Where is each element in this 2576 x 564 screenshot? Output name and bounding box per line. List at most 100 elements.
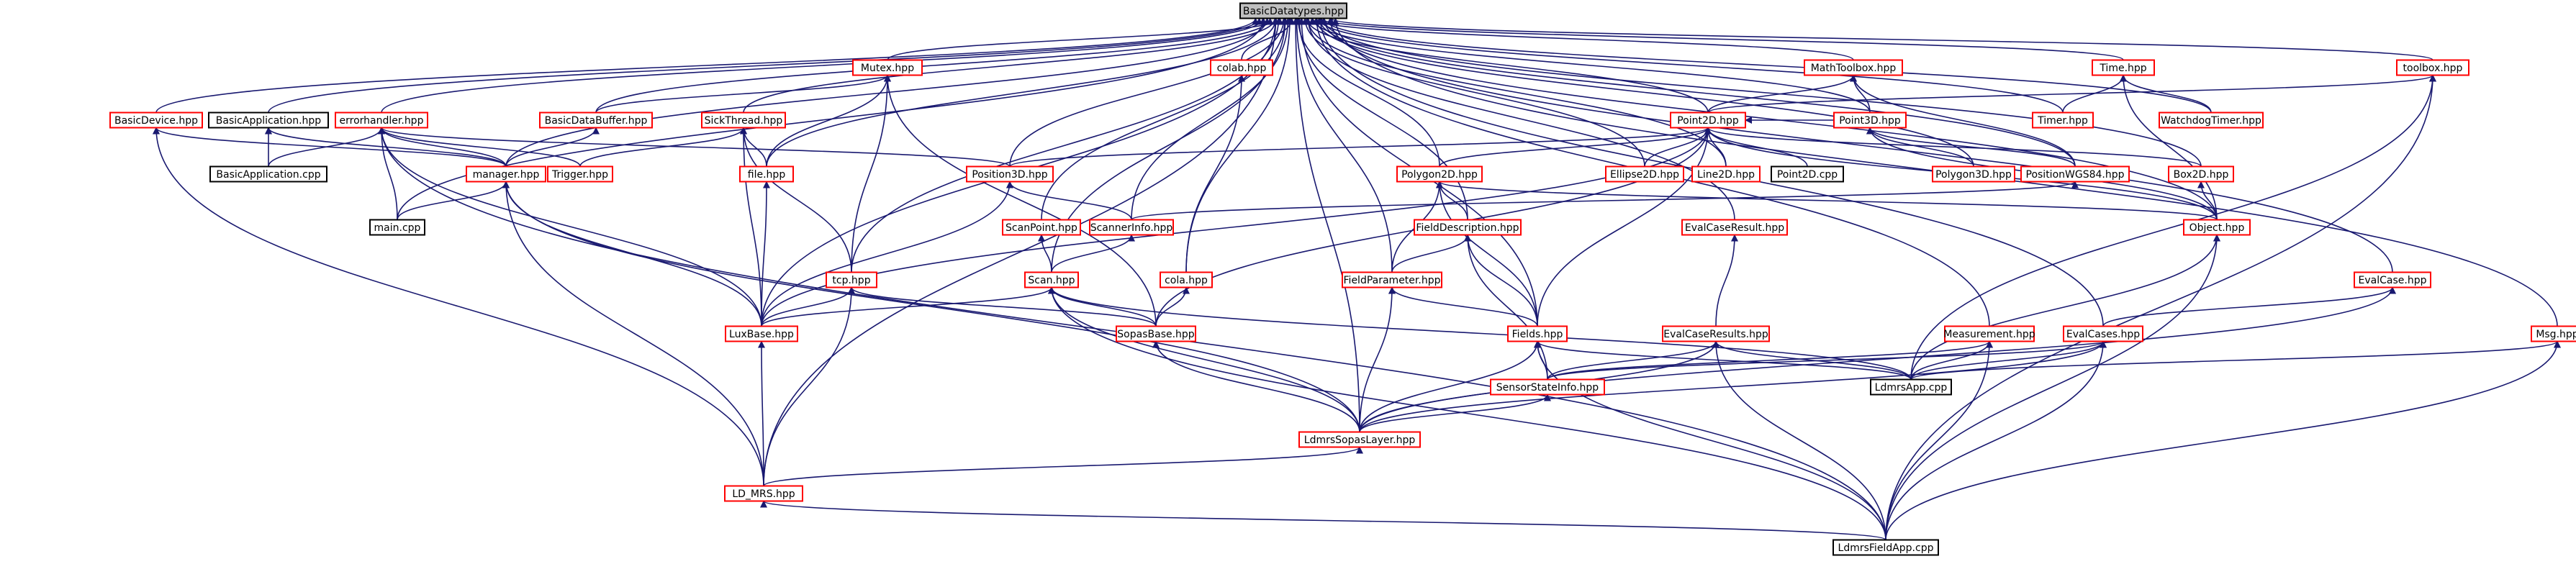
edge-ldmrsfieldappcpp-to-fields: [1534, 340, 1886, 540]
edge-fields-to-polygon2d: [1436, 181, 1538, 327]
node-box: [2531, 325, 2576, 342]
node-ldmrs[interactable]: LD_MRS.hpp: [724, 485, 803, 502]
node-polygon2d[interactable]: Polygon2D.hpp: [1396, 165, 1483, 183]
node-box2d[interactable]: Box2D.hpp: [2168, 165, 2234, 183]
node-box: [369, 219, 425, 236]
node-luxbase[interactable]: LuxBase.hpp: [725, 325, 798, 342]
node-measurement[interactable]: Measurement.hpp: [1943, 325, 2035, 342]
edge-line: [1534, 340, 1886, 540]
edge-ldmrs-to-basicdevice: [153, 127, 764, 486]
node-scannerinfo[interactable]: ScannerInfo.hpp: [1089, 219, 1174, 236]
edge-line: [763, 446, 1363, 487]
edge-basicdatabuffer-to-mutex: [595, 74, 891, 113]
node-sopasbase[interactable]: SopasBase.hpp: [1116, 325, 1196, 342]
node-label: Box2D.hpp: [2174, 169, 2229, 181]
node-label: FieldDescription.hpp: [1416, 222, 1519, 234]
node-maincpp[interactable]: main.cpp: [369, 219, 425, 236]
node-label: BasicApplication.cpp: [216, 169, 320, 181]
node-box: [1507, 325, 1568, 342]
node-ellipse2d[interactable]: Ellipse2D.hpp: [1605, 165, 1684, 183]
node-toolbox[interactable]: toolbox.hpp: [2396, 59, 2469, 76]
node-basicdatatypes[interactable]: BasicDatatypes.hpp: [1239, 2, 1347, 19]
node-box: [2354, 271, 2431, 288]
node-fielddescription[interactable]: FieldDescription.hpp: [1414, 219, 1522, 236]
node-point2d[interactable]: Point2D.hpp: [1670, 112, 1746, 129]
node-object[interactable]: Object.hpp: [2183, 219, 2251, 236]
edge-line: [502, 181, 762, 327]
edge-luxbase-to-sickthread: [740, 127, 762, 327]
node-box: [1414, 219, 1522, 236]
edge-ldmrs-to-basicdatatypes: [763, 17, 1280, 486]
node-basicapplication[interactable]: BasicApplication.hpp: [208, 112, 329, 129]
node-label: LuxBase.hpp: [729, 329, 794, 340]
node-box: [547, 165, 613, 183]
node-ldmrssopaslayer[interactable]: LdmrsSopasLayer.hpp: [1298, 431, 1421, 448]
edge-tcp-to-sickthread: [740, 127, 852, 273]
edge-line: [1320, 17, 2218, 220]
edge-line: [378, 127, 398, 220]
edge-line: [378, 127, 1011, 168]
edge-line: [2197, 181, 2218, 220]
node-fieldparameter[interactable]: FieldParameter.hpp: [1342, 271, 1442, 288]
node-evalcases[interactable]: EvalCases.hpp: [2063, 325, 2143, 342]
edge-basicdevice-to-basicdatatypes: [155, 17, 1260, 113]
node-ldmrsfieldappcpp[interactable]: LdmrsFieldApp.cpp: [1832, 539, 1939, 556]
edge-sensorstateinfo-to-measurement: [1547, 340, 1993, 381]
node-evalcaseresults[interactable]: EvalCaseResults.hpp: [1662, 325, 1770, 342]
edge-line: [579, 127, 747, 167]
node-polygon3d[interactable]: Polygon3D.hpp: [1932, 165, 2015, 183]
node-scan[interactable]: Scan.hpp: [1024, 271, 1079, 288]
node-basicdevice[interactable]: BasicDevice.hpp: [109, 112, 203, 129]
node-manager[interactable]: manager.hpp: [466, 165, 546, 183]
edge-ldmrs-to-manager: [502, 181, 764, 486]
node-time[interactable]: Time.hpp: [2092, 59, 2155, 76]
edge-ldmrsfieldappcpp-to-ldmrs: [760, 500, 1886, 541]
node-fields[interactable]: Fields.hpp: [1507, 325, 1568, 342]
node-label: Ellipse2D.hpp: [1610, 169, 1679, 181]
node-mathtoolbox[interactable]: MathToolbox.hpp: [1804, 59, 1903, 76]
node-label: Trigger.hpp: [551, 169, 608, 181]
node-sickthread[interactable]: SickThread.hpp: [701, 112, 786, 129]
edge-position3d-to-basicdatatypes: [1009, 17, 1288, 167]
node-point3d[interactable]: Point3D.hpp: [1833, 112, 1907, 129]
node-colab[interactable]: colab.hpp: [1210, 59, 1273, 76]
node-label: LdmrsApp.cpp: [1875, 382, 1948, 394]
node-label: SensorStateInfo.hpp: [1496, 382, 1599, 394]
edge-line: [1304, 17, 1727, 167]
node-watchdogtimer[interactable]: WatchdogTimer.hpp: [2159, 112, 2264, 129]
node-basicdatabuffer[interactable]: BasicDataBuffer.hpp: [539, 112, 653, 129]
edge-mutex-to-basicdatatypes: [887, 17, 1284, 61]
node-evalcaseresult[interactable]: EvalCaseResult.hpp: [1681, 219, 1788, 236]
edge-line: [743, 17, 1279, 113]
node-scanpoint[interactable]: ScanPoint.hpp: [1002, 219, 1081, 236]
node-ldmrsappcpp[interactable]: LdmrsApp.cpp: [1870, 378, 1952, 396]
node-position3d[interactable]: Position3D.hpp: [966, 165, 1054, 183]
node-point2dcpp[interactable]: Point2D.cpp: [1771, 165, 1844, 183]
edge-line: [268, 17, 1263, 113]
edge-line: [1547, 340, 1993, 381]
node-line2d[interactable]: Line2D.hpp: [1691, 165, 1761, 183]
edge-object-to-time: [2120, 74, 2218, 220]
node-timer[interactable]: Timer.hpp: [2032, 112, 2094, 129]
node-label: Fields.hpp: [1512, 329, 1563, 340]
node-basicapplicationcpp[interactable]: BasicApplication.cpp: [209, 165, 327, 183]
node-colahpp[interactable]: cola.hpp: [1160, 271, 1213, 288]
node-mutex[interactable]: Mutex.hpp: [852, 59, 923, 76]
edge-line: [2120, 74, 2218, 220]
node-positionwgs84[interactable]: PositionWGS84.hpp: [2020, 165, 2130, 183]
node-sensorstateinfo[interactable]: SensorStateInfo.hpp: [1490, 378, 1605, 396]
node-box: [539, 112, 653, 129]
node-tcp[interactable]: tcp.hpp: [826, 271, 877, 288]
node-label: WatchdogTimer.hpp: [2161, 115, 2261, 127]
edge-watchdogtimer-to-basicdatatypes: [1320, 17, 2212, 113]
node-label: LdmrsSopasLayer.hpp: [1304, 435, 1416, 446]
node-msg[interactable]: Msg.hpp: [2531, 325, 2576, 342]
node-trigger[interactable]: Trigger.hpp: [547, 165, 613, 183]
node-box: [2032, 112, 2094, 129]
node-errorhandler[interactable]: errorhandler.hpp: [335, 112, 428, 129]
node-evalcase[interactable]: EvalCase.hpp: [2354, 271, 2431, 288]
edge-sopasbase-to-mutex: [884, 74, 1157, 327]
node-label: tcp.hpp: [832, 275, 870, 286]
node-box: [966, 165, 1054, 183]
node-file[interactable]: file.hpp: [739, 165, 794, 183]
